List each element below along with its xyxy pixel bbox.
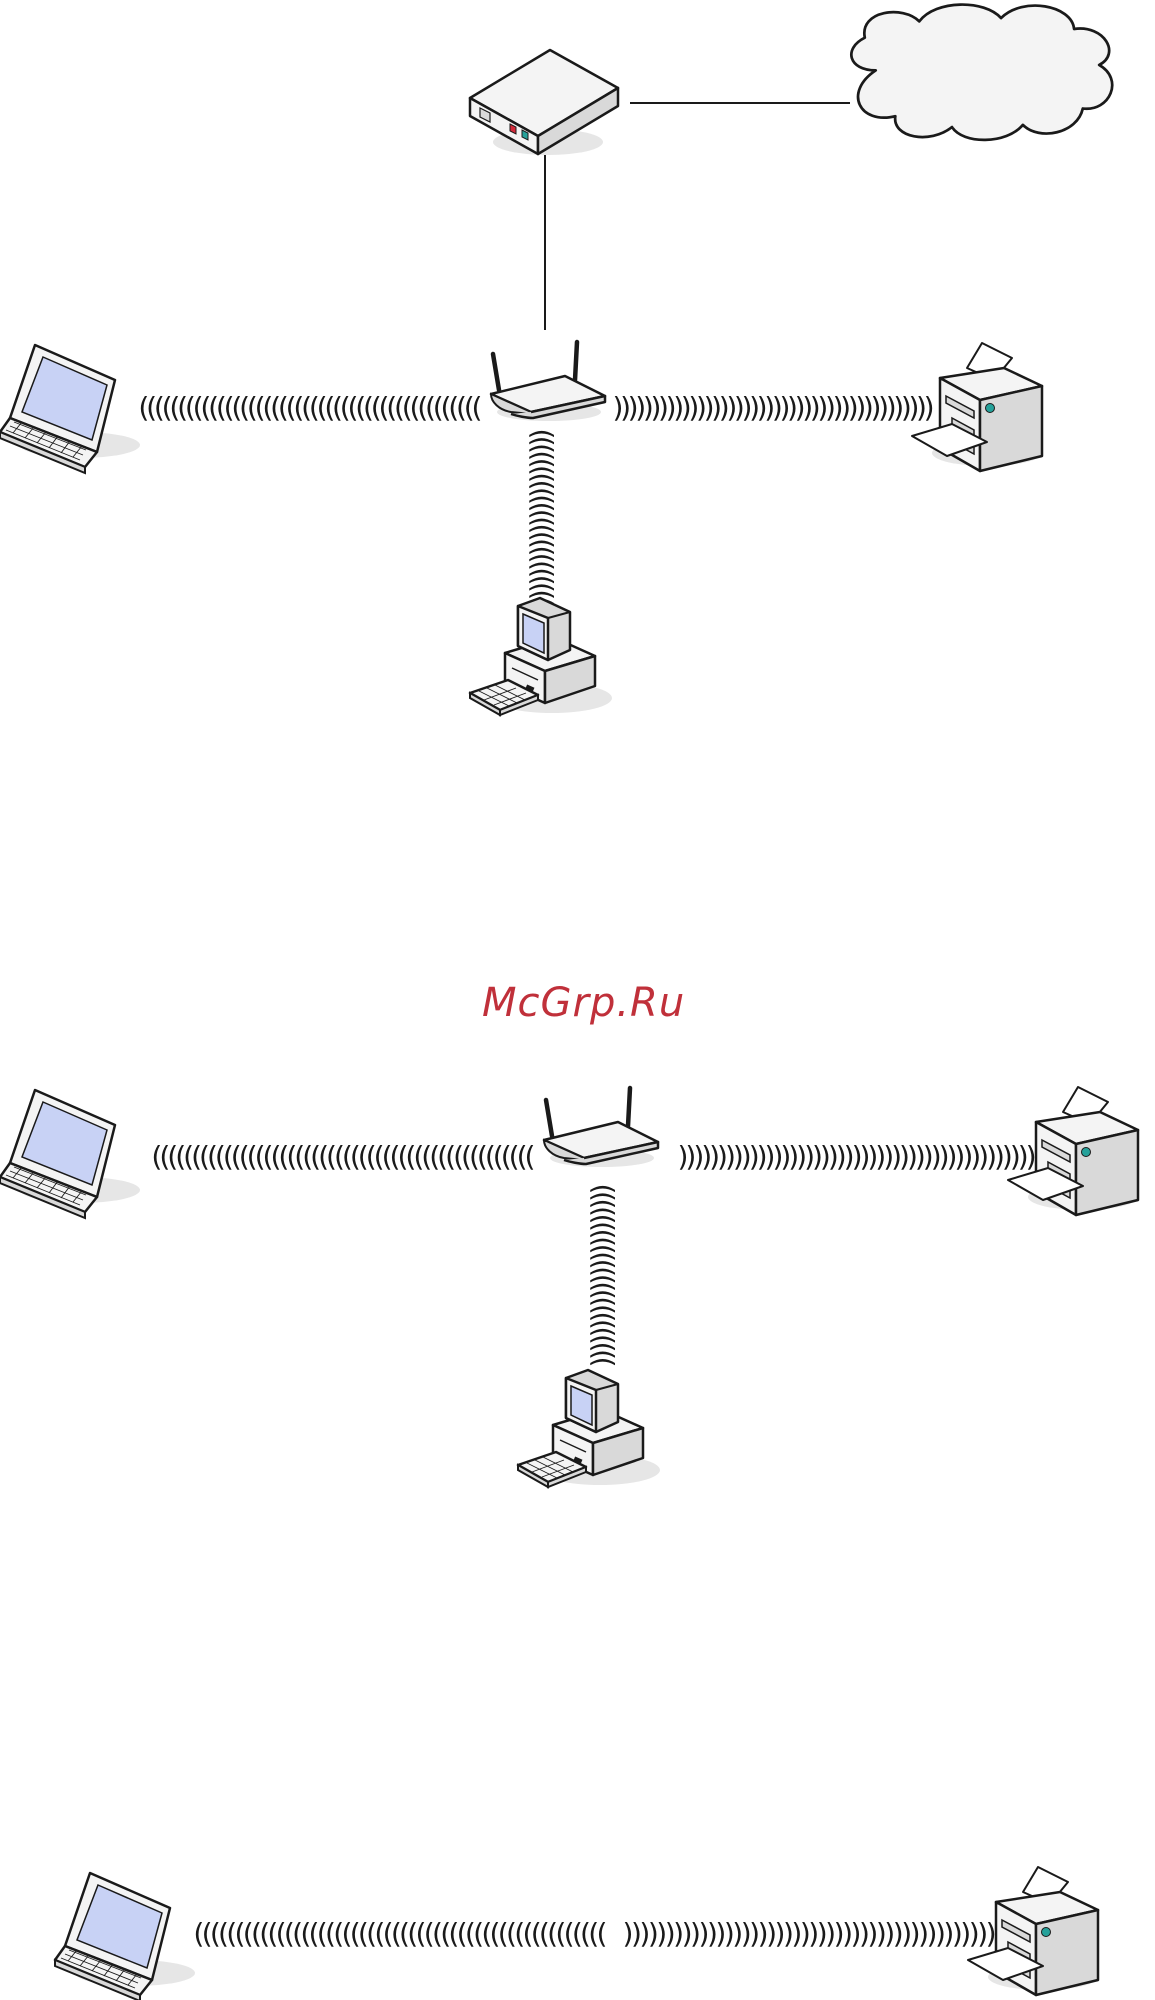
wireless-link-printer-side: ))))))))))))))))))))))))))))))))))))))))…	[620, 1917, 1000, 1950]
wireless-link-router-desktop: ((((((((((((((((((((((((	[526, 425, 559, 610]
diagram-infrastructure-internet: ((((((((((((((((((((((((((((((((((((((((…	[0, 3, 1114, 717]
diagram-infrastructure: ((((((((((((((((((((((((((((((((((((((((…	[0, 1085, 1140, 1489]
wireless-router-icon	[491, 342, 605, 421]
diagram-ad-hoc: ((((((((((((((((((((((((((((((((((((((((…	[53, 1865, 1100, 2000]
watermark-text: McGrp.Ru	[482, 980, 685, 1026]
laptop-icon	[0, 1088, 142, 1220]
wireless-link-laptop-side: ((((((((((((((((((((((((((((((((((((((((…	[190, 1917, 610, 1950]
modem-icon	[468, 48, 620, 157]
laptop-icon	[53, 1871, 197, 2000]
desktop-computer-icon	[468, 596, 614, 717]
wireless-link-laptop-router: ((((((((((((((((((((((((((((((((((((((((…	[148, 1140, 538, 1173]
wireless-link-router-printer: ))))))))))))))))))))))))))))))))))))))))…	[675, 1140, 1040, 1173]
wireless-link-router-printer: ))))))))))))))))))))))))))))))))))))))))…	[610, 391, 938, 424]
desktop-computer-icon	[516, 1368, 662, 1489]
wireless-router-icon	[544, 1088, 658, 1167]
internet-cloud-icon	[849, 3, 1114, 142]
wireless-link-laptop-router: ((((((((((((((((((((((((((((((((((((((((…	[135, 391, 485, 424]
laptop-icon	[0, 343, 142, 475]
wireless-link-router-desktop: ((((((((((((((((((((((((	[587, 1180, 620, 1370]
